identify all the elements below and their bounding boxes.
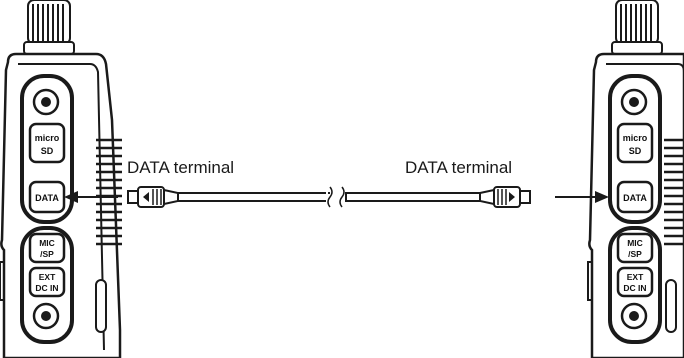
right-radio-data-port [616,180,654,214]
left-cable-plug [127,186,179,208]
right-radio-knob [611,0,663,55]
left-microsd-line2: SD [41,146,54,156]
right-data-label: DATA [623,193,647,203]
right-arrow [555,191,609,203]
right-cable-plug [479,186,531,208]
right-radio: micro SD DATA MIC /SP EXT DC IN [587,0,684,358]
left-radio-extdc-port [28,266,66,298]
data-cable [127,186,531,208]
right-radio-microsd-slot [616,122,654,164]
left-extdc-line1: EXT [39,272,56,282]
left-radio: micro SD DATA MIC /SP EXT DC IN [0,0,122,358]
left-microsd-line1: micro [35,133,60,143]
cable-break [326,186,348,208]
right-microsd-line1: micro [623,133,648,143]
right-radio-micsp-port [616,232,654,264]
left-data-label: DATA [35,193,59,203]
left-arrow [64,191,118,203]
right-extdc-line2: DC IN [623,283,646,293]
left-radio-micsp-port [28,232,66,264]
left-radio-knob [23,0,75,55]
left-radio-microsd-slot [28,122,66,164]
right-micsp-line1: MIC [627,238,643,248]
left-micsp-line2: /SP [40,249,54,259]
right-radio-extdc-port [616,266,654,298]
right-radio-grille [664,138,684,246]
left-micsp-line1: MIC [39,238,55,248]
right-extdc-line1: EXT [627,272,644,282]
left-data-terminal-label: DATA terminal [127,158,235,177]
left-extdc-line2: DC IN [35,283,58,293]
left-radio-grille [96,138,122,246]
right-micsp-line2: /SP [628,249,642,259]
right-microsd-line2: SD [629,146,642,156]
right-data-terminal-label: DATA terminal [405,158,513,177]
